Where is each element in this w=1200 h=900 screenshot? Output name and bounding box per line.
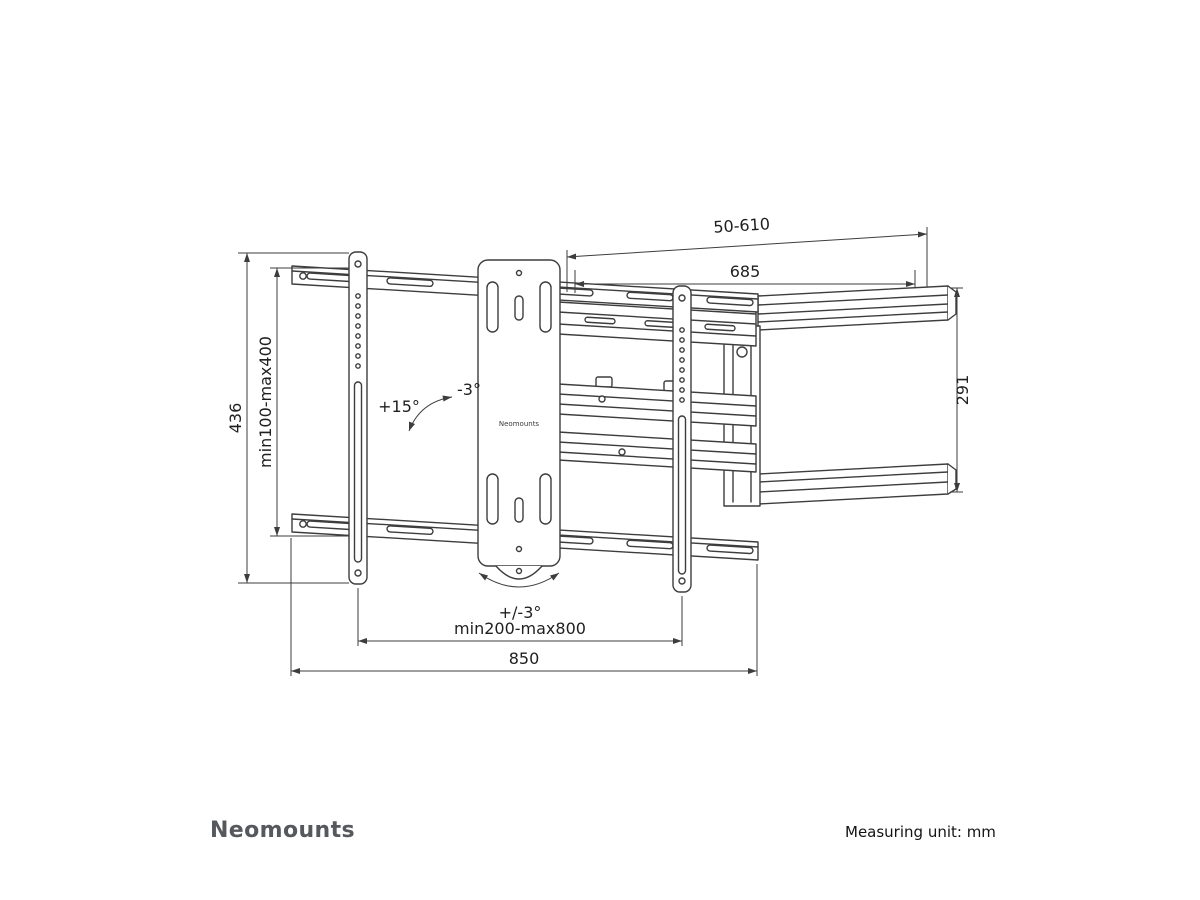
angle-tilt-down-label: -3°	[457, 380, 481, 399]
dim-wall-plate-height-label: 291	[953, 375, 972, 406]
mount-drawing	[291, 251, 957, 593]
measuring-unit-note: Measuring unit: mm	[845, 823, 996, 841]
tv-bracket-right	[672, 285, 692, 593]
tv-bracket-left	[348, 251, 368, 585]
plate-brand-label: Neomounts	[499, 420, 540, 428]
brand-logo: Neomounts	[210, 818, 356, 843]
dim-depth-range-label: 50-610	[713, 214, 771, 237]
extension-arms	[557, 291, 757, 473]
dim-total-width-label: 850	[509, 649, 540, 668]
dim-total-height-label: 436	[226, 403, 245, 434]
wall-rail-channels	[757, 285, 957, 505]
dim-vesa-height-range-label: min100-max400	[256, 336, 275, 468]
dim-wall-plate-width-label: 685	[730, 262, 761, 281]
dim-vesa-width-range-label: min200-max800	[454, 619, 586, 638]
angle-level-adjust-label: +/-3°	[499, 603, 542, 622]
dimension-lines	[238, 227, 963, 676]
angle-tilt-up-label: +15°	[378, 397, 420, 416]
dimension-arrowheads	[244, 231, 960, 674]
vesa-plate	[477, 259, 561, 580]
